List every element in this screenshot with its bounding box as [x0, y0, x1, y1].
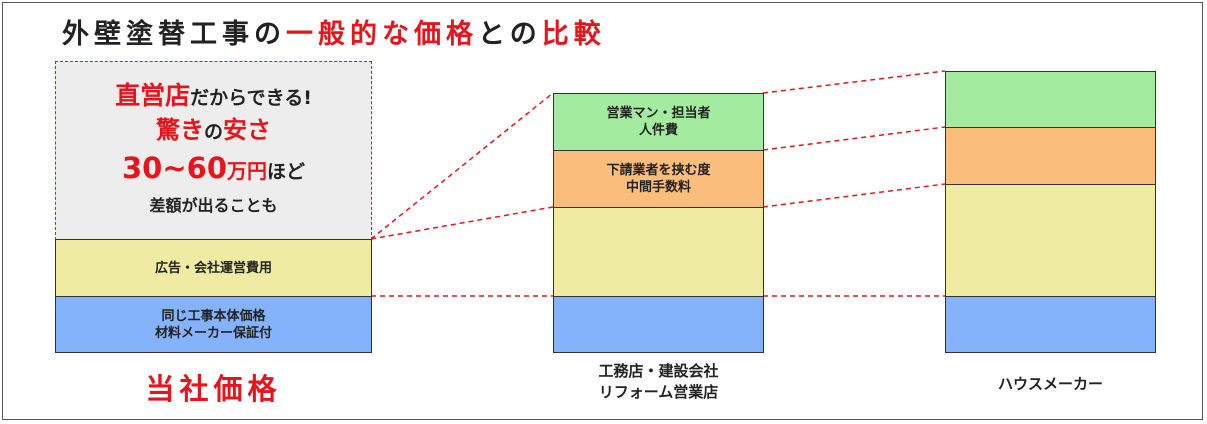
title-part-1: 外壁塗替工事の: [62, 19, 286, 50]
base-price-line-2: 材料メーカー保証付: [154, 325, 272, 341]
base-price-block: 同じ工事本体価格 材料メーカー保証付: [55, 296, 372, 353]
promo-surprising: 驚き: [155, 115, 204, 144]
promo-amount: 30~60: [121, 150, 227, 185]
sales-staff-cost-block: 営業マン・担当者 人件費: [553, 93, 764, 151]
title-part-4: 比較: [541, 19, 606, 50]
our-price-caption: 当社価格: [145, 372, 282, 406]
promo-about: ほど: [267, 160, 306, 183]
connector-line: [370, 206, 554, 240]
maker-sales-cost-block: [945, 71, 1156, 128]
savings-promo-box: 直営店だからできる! 驚きの安さ 30~60万円ほど 差額が出ることも: [55, 61, 372, 240]
connector-line: [762, 70, 946, 94]
title-part-3: との: [478, 19, 542, 50]
maker-base-price-block: [945, 296, 1156, 353]
promo-direct-store: 直営店: [115, 80, 191, 110]
house-maker-caption: ハウスメーカー: [997, 375, 1103, 393]
builder-base-price-block: [553, 296, 764, 353]
connector-line: [762, 183, 946, 208]
builder-overhead-block: [553, 207, 764, 297]
middleman-fee-block: 下請業者を挟む度 中間手数料: [553, 150, 764, 208]
sales-cost-line-1: 営業マン・担当者: [606, 106, 711, 121]
title-part-2: 一般的な価格: [286, 19, 478, 50]
promo-particle: の: [203, 120, 223, 143]
builder-caption-line-1: 工務店・建設会社: [598, 362, 719, 380]
promo-unit: 万円: [227, 158, 267, 183]
promo-cheapness: 安さ: [223, 115, 271, 144]
promo-line-2: 驚きの安さ: [156, 113, 271, 149]
middleman-fee-line-2: 中間手数料: [625, 180, 691, 195]
base-price-line-1: 同じ工事本体価格: [161, 308, 266, 324]
sales-cost-line-2: 人件費: [638, 123, 678, 138]
maker-overhead-block: [945, 184, 1156, 297]
ad-cost-label: 広告・会社運営費用: [154, 260, 272, 276]
ad-operation-cost-block: 広告・会社運営費用: [55, 239, 372, 297]
promo-line-1: 直営店だからできる!: [115, 81, 312, 113]
builder-caption: 工務店・建設会社 リフォーム営業店: [553, 361, 764, 403]
promo-line-4: 差額が出ることも: [149, 195, 278, 215]
builder-caption-line-2: リフォーム営業店: [598, 383, 719, 401]
connector-line: [762, 126, 946, 151]
maker-fee-block: [945, 127, 1156, 185]
promo-can-do: だからできる!: [190, 86, 312, 109]
diagram-title: 外壁塗替工事の一般的な価格との比較: [62, 12, 606, 51]
promo-line-3: 30~60万円ほど: [122, 149, 305, 191]
connector-line: [370, 92, 554, 240]
middleman-fee-line-1: 下請業者を挟む度: [606, 163, 711, 178]
